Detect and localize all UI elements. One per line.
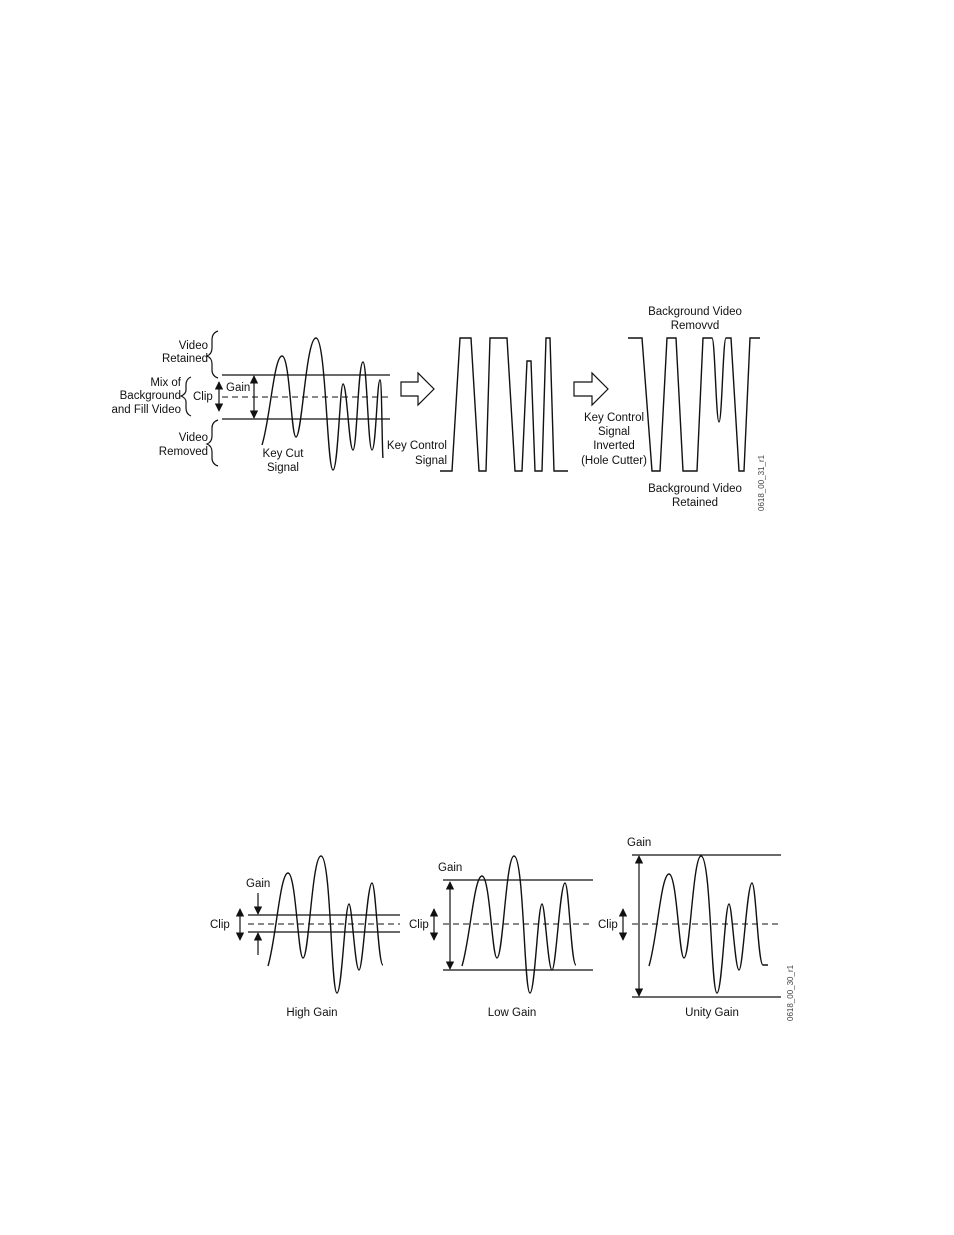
figure-code-2: 0618_00_30_r1 <box>786 964 795 1021</box>
video-removed-label-line1: Video <box>179 432 208 444</box>
key-cut-signal-label-line1: Key Cut <box>263 448 305 460</box>
mix-label-line1: Mix of <box>150 377 181 389</box>
unity-gain-clip-label: Clip <box>598 919 618 931</box>
low-gain-waveform <box>461 855 577 994</box>
background-retained-label-line1: Background Video <box>648 483 742 495</box>
mix-brace <box>179 376 192 417</box>
unity-gain-caption: Unity Gain <box>685 1007 739 1019</box>
clip-label: Clip <box>193 391 213 403</box>
unity-gain-waveform <box>648 855 768 994</box>
right-arrow-icon-2 <box>573 371 609 407</box>
key-control-waveform <box>440 337 568 472</box>
low-gain-panel: Gain Clip Low Gain <box>409 855 593 1019</box>
unity-gain-panel: Gain Clip Unity Gain <box>598 837 781 1019</box>
key-cut-diagram: Video Retained Mix of Background and Fil… <box>112 306 766 511</box>
video-removed-brace <box>205 419 219 467</box>
mix-label-line2: Background <box>120 390 181 402</box>
low-gain-caption: Low Gain <box>488 1007 537 1019</box>
figure-code-1: 0618_00_31_r1 <box>757 454 766 511</box>
mix-label-line3: and Fill Video <box>112 404 181 416</box>
video-removed-label-line2: Removed <box>159 446 208 458</box>
video-retained-brace <box>205 330 219 379</box>
high-gain-gain-label: Gain <box>246 878 270 890</box>
high-gain-caption: High Gain <box>286 1007 337 1019</box>
low-gain-gain-label: Gain <box>438 862 462 874</box>
low-gain-clip-label: Clip <box>409 919 429 931</box>
gain-comparison-diagram: Gain Clip High Gain Gain Clip Low Gain <box>210 837 795 1021</box>
inverted-key-waveform <box>628 337 760 472</box>
key-control-signal-label-line1: Key Control <box>387 440 447 452</box>
right-arrow-icon <box>400 371 435 407</box>
background-removed-label-line1: Background Video <box>648 306 742 318</box>
background-removed-label-line2: Removvd <box>671 320 720 332</box>
background-retained-label-line2: Retained <box>672 497 718 509</box>
key-cut-signal-label-line2: Signal <box>267 462 299 474</box>
key-control-inverted-label-line3: Inverted <box>593 440 635 452</box>
unity-gain-gain-label: Gain <box>627 837 651 849</box>
high-gain-panel: Gain Clip High Gain <box>210 855 400 1019</box>
video-retained-label-line1: Video <box>179 340 208 352</box>
gain-label: Gain <box>226 382 250 394</box>
video-retained-label-line2: Retained <box>162 353 208 365</box>
key-control-inverted-label-line4: (Hole Cutter) <box>581 455 647 467</box>
high-gain-clip-label: Clip <box>210 919 230 931</box>
key-control-inverted-label-line2: Signal <box>598 426 630 438</box>
key-control-signal-label-line2: Signal <box>415 455 447 467</box>
key-control-inverted-label-line1: Key Control <box>584 412 644 424</box>
high-gain-waveform <box>267 855 384 994</box>
key-cut-waveform <box>261 337 384 471</box>
